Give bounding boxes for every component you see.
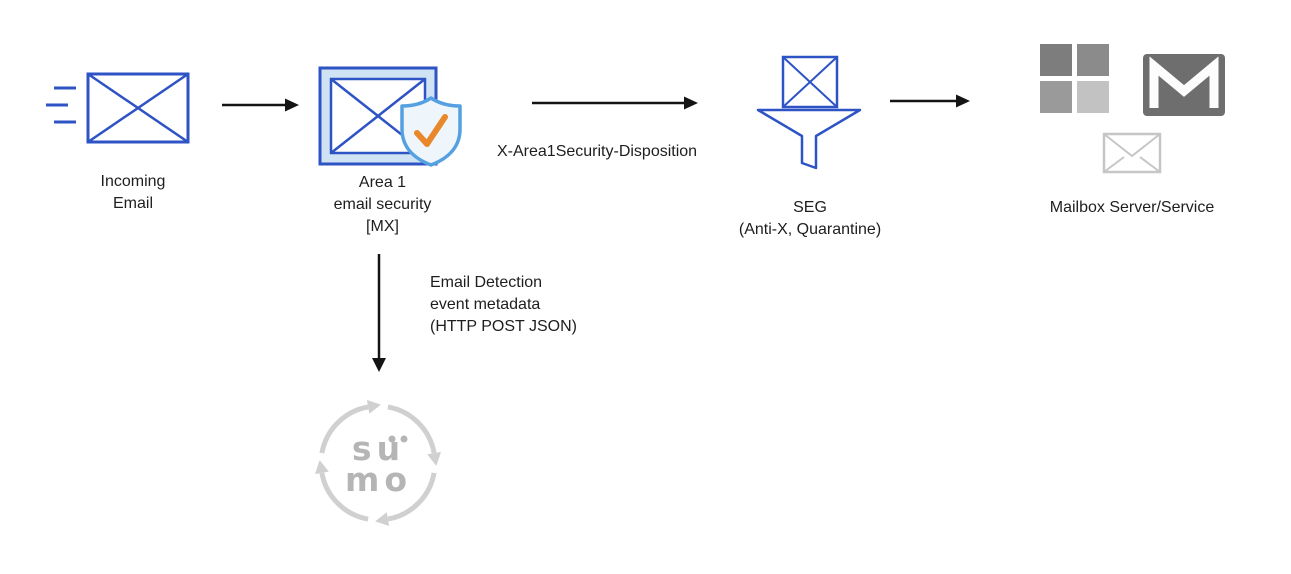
shield-check-icon	[400, 96, 462, 167]
sumo-logic-logo-icon	[315, 400, 441, 526]
gmail-icon	[1143, 54, 1225, 116]
processed-envelope-icon	[1102, 132, 1162, 174]
disposition-header-label: X-Area1Security-Disposition	[497, 143, 698, 160]
sumo-wordmark-bottom: mo	[344, 459, 413, 499]
envelope-shield-check-icon	[318, 66, 462, 167]
wordmark-dots	[388, 435, 408, 443]
ms-square-bottom-left	[1040, 81, 1072, 113]
envelope-fold-lines	[87, 72, 189, 144]
envelope-funnel-icon	[756, 55, 862, 170]
mailbox-label: Mailbox Server/Service	[1049, 199, 1215, 216]
arrow-area1-to-seg	[532, 96, 698, 110]
arrow-incoming-to-area1	[222, 98, 299, 112]
check-mark	[414, 114, 448, 147]
arrowhead	[684, 96, 698, 110]
envelope-fold-lines	[1103, 133, 1161, 173]
incoming-email-label: Incoming Email	[100, 173, 166, 212]
area1-label: Area 1 email security [MX]	[333, 174, 432, 235]
arrowhead	[285, 98, 299, 112]
sumo-wordmark: su mo	[312, 397, 445, 530]
ms-square-bottom-right	[1077, 81, 1109, 113]
arrowhead	[956, 94, 970, 108]
ms-square-top-left	[1040, 44, 1072, 76]
seg-label: SEG (Anti-X, Quarantine)	[738, 199, 882, 238]
funnel-shape	[756, 108, 862, 170]
circular-arrows	[319, 404, 437, 522]
incoming-envelope-icon	[46, 72, 190, 144]
metadata-label: Email Detection event metadata (HTTP POS…	[430, 274, 577, 335]
arrowheads	[315, 400, 441, 526]
sumo-wordmark-top: su	[351, 428, 406, 468]
gmail-m-shape	[1149, 56, 1219, 108]
speed-lines	[46, 86, 76, 124]
microsoft-logo-icon	[1040, 44, 1109, 113]
ms-square-top-right	[1077, 44, 1109, 76]
arrow-area1-to-sumo	[372, 254, 386, 372]
arrow-seg-to-mailbox	[890, 94, 970, 108]
arrowhead	[372, 358, 386, 372]
envelope-fold-lines	[782, 56, 838, 108]
